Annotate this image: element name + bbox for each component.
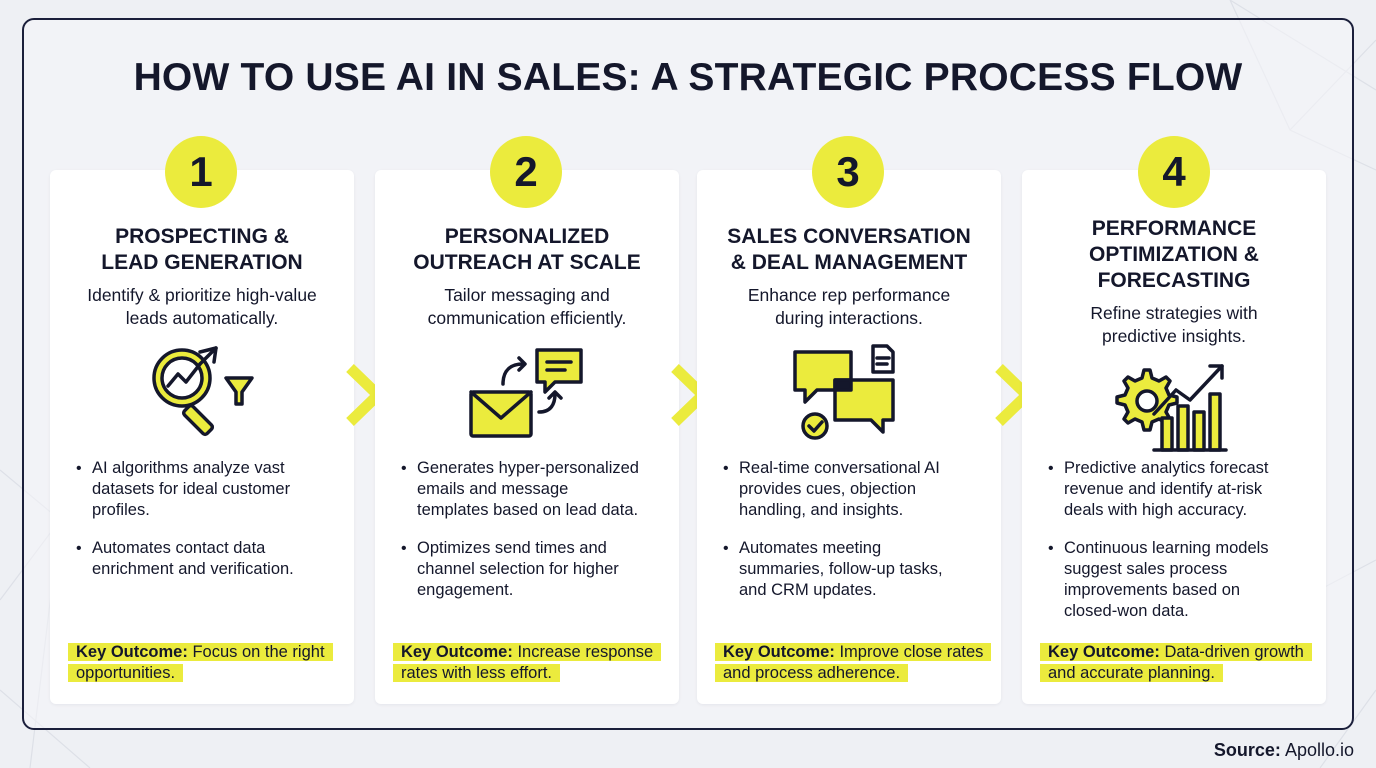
chat-bubbles-check-icon <box>793 344 895 440</box>
bullet-item: AI algorithms analyze vast datasets for … <box>76 458 342 521</box>
step-number-badge-2: 2 <box>490 136 562 208</box>
source-value: Apollo.io <box>1284 740 1354 760</box>
step-card-4: PERFORMANCE OPTIMIZATION & FORECASTING R… <box>1022 170 1326 704</box>
key-outcome-label: Key Outcome: <box>401 643 513 661</box>
step-heading: PERSONALIZED OUTREACH AT SCALE <box>413 225 641 274</box>
key-outcome-label: Key Outcome: <box>76 643 188 661</box>
step-bullets: Predictive analytics forecast revenue an… <box>1048 458 1314 639</box>
step-heading: PERFORMANCE OPTIMIZATION & FORECASTING <box>1089 217 1259 292</box>
bullet-item: Automates contact data enrichment and ve… <box>76 538 342 580</box>
source-credit: Source: Apollo.io <box>1214 740 1354 761</box>
key-outcome-label: Key Outcome: <box>723 643 835 661</box>
envelope-chat-icon <box>469 348 583 438</box>
step-number-badge-3: 3 <box>812 136 884 208</box>
step-description: Enhance rep performance during interacti… <box>747 285 951 328</box>
key-outcome: Key Outcome: Focus on the right opportun… <box>68 642 348 684</box>
key-outcome-text: Focus on the right opportunities. <box>76 643 325 682</box>
bullet-item: Optimizes send times and channel selecti… <box>401 538 667 601</box>
key-outcome-text: Improve close rates and process adherenc… <box>723 643 984 682</box>
key-outcome: Key Outcome: Increase response rates wit… <box>393 642 673 684</box>
bullet-item: Automates meeting summaries, follow-up t… <box>723 538 989 601</box>
step-number-badge-4: 4 <box>1138 136 1210 208</box>
step-card-2: PERSONALIZED OUTREACH AT SCALE Tailor me… <box>375 170 679 704</box>
step-heading: SALES CONVERSATION & DEAL MANAGEMENT <box>727 225 971 274</box>
gear-growth-chart-icon <box>1115 364 1228 452</box>
step-bullets: Generates hyper-personalized emails and … <box>401 458 667 618</box>
step-description: Refine strategies with predictive insigh… <box>1090 303 1258 346</box>
step-number-badge-1: 1 <box>165 136 237 208</box>
key-outcome-text: Increase response rates with less effort… <box>401 643 654 682</box>
step-heading: PROSPECTING & LEAD GENERATION <box>101 225 303 274</box>
source-label: Source: <box>1213 740 1281 760</box>
key-outcome: Key Outcome: Improve close rates and pro… <box>715 642 995 684</box>
key-outcome-label: Key Outcome: <box>1048 643 1160 661</box>
key-outcome-text: Data-driven growth and accurate planning… <box>1048 643 1304 682</box>
key-outcome: Key Outcome: Data-driven growth and accu… <box>1040 642 1320 684</box>
bullet-item: Predictive analytics forecast revenue an… <box>1048 458 1314 521</box>
step-bullets: AI algorithms analyze vast datasets for … <box>76 458 342 597</box>
step-description: Identify & prioritize high-value leads a… <box>87 285 317 328</box>
bullet-item: Continuous learning models suggest sales… <box>1048 538 1314 622</box>
page-title: HOW TO USE AI IN SALES: A STRATEGIC PROC… <box>133 56 1243 99</box>
bullet-item: Real-time conversational AI provides cue… <box>723 458 989 521</box>
magnifier-chart-funnel-icon <box>152 346 254 437</box>
step-card-1: PROSPECTING & LEAD GENERATION Identify &… <box>50 170 354 704</box>
bullet-item: Generates hyper-personalized emails and … <box>401 458 667 521</box>
step-card-3: SALES CONVERSATION & DEAL MANAGEMENT Enh… <box>697 170 1001 704</box>
step-bullets: Real-time conversational AI provides cue… <box>723 458 989 618</box>
step-description: Tailor messaging and communication effic… <box>427 285 627 328</box>
